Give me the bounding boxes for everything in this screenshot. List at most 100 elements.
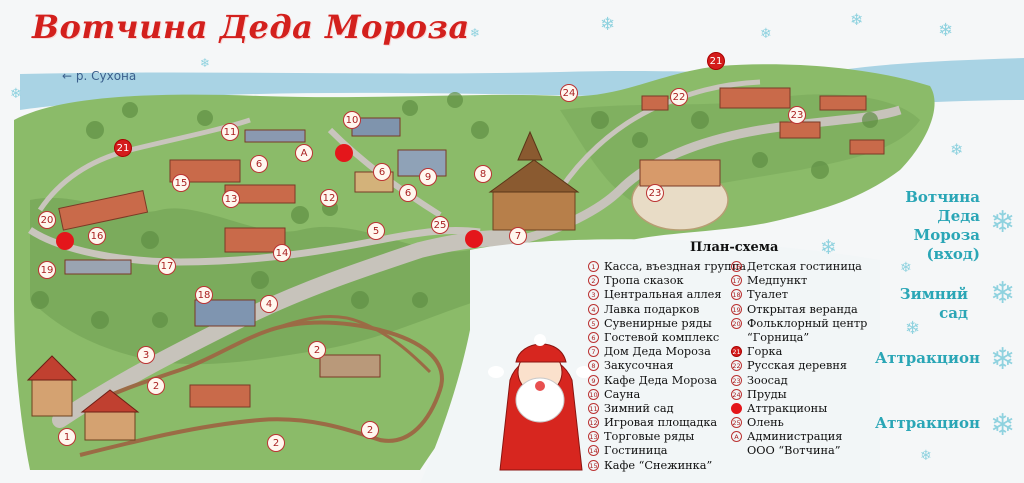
legend-item: 18 Туалет — [731, 288, 867, 302]
attraction-marker[interactable] — [335, 144, 353, 162]
legend-label-continuation: “Горница” — [747, 330, 810, 344]
santa-claus-illustration — [488, 334, 592, 471]
marker-6[interactable]: 6 — [250, 155, 268, 173]
legend-number: 10 — [588, 388, 599, 400]
attraction-dot-icon — [731, 402, 742, 414]
snowflake-icon: ❄ — [990, 408, 1016, 443]
attraction-label-1[interactable]: Аттракцион — [874, 349, 980, 367]
snowflake-icon: ❄ — [900, 260, 912, 276]
marker-4[interactable]: 4 — [260, 295, 278, 313]
legend-label: Зимний сад — [604, 401, 674, 415]
legend-number: 9 — [588, 374, 599, 386]
legend-label: Гостиница — [604, 444, 668, 458]
marker-13[interactable]: 13 — [222, 190, 240, 208]
legend-number: 19 — [731, 303, 742, 315]
marker-22[interactable]: 22 — [670, 88, 688, 106]
marker-18[interactable]: 18 — [195, 286, 213, 304]
marker-8[interactable]: 8 — [474, 165, 492, 183]
legend-number: 16 — [731, 261, 742, 272]
marker-2[interactable]: 2 — [147, 377, 165, 395]
fairy-tale-trail-branch — [269, 315, 432, 374]
legend-number: 1 — [588, 261, 599, 272]
legend-item: 10 Сауна — [588, 388, 746, 402]
marker-21[interactable]: 21 — [114, 139, 132, 157]
marker-6[interactable]: 6 — [373, 163, 391, 181]
legend-label: Аттракционы — [747, 401, 828, 415]
marker-7[interactable]: 7 — [509, 227, 527, 245]
marker-20[interactable]: 20 — [38, 211, 56, 229]
legend-number: 17 — [731, 275, 742, 287]
legend-label: Открытая веранда — [747, 302, 858, 316]
legend-number: 7 — [588, 346, 599, 358]
legend-number: 12 — [588, 417, 599, 429]
marker-14[interactable]: 14 — [273, 244, 291, 262]
snowflake-icon: ❄ — [990, 205, 1016, 240]
legend-item: 12 Игровая площадка — [588, 416, 746, 430]
snowflake-icon: ❄ — [905, 318, 921, 339]
legend-label: Горка — [747, 345, 783, 359]
legend-number: 5 — [588, 317, 599, 329]
snowflake-icon: ❄ — [990, 342, 1016, 377]
legend-number: А — [731, 431, 742, 443]
marker-11[interactable]: 11 — [221, 123, 239, 141]
church-illustration — [26, 355, 140, 441]
entrance-label[interactable]: Вотчина Деда Мороза (вход) — [905, 188, 980, 263]
marker-9[interactable]: 9 — [419, 168, 437, 186]
marker-5[interactable]: 5 — [367, 222, 385, 240]
legend-number: 4 — [588, 303, 599, 315]
legend-number: 13 — [588, 431, 599, 443]
snowflake-icon: ❄ — [470, 26, 481, 40]
legend-number: 14 — [588, 445, 599, 457]
winter-garden-label[interactable]: Зимний сад — [899, 285, 968, 322]
attraction-label-2[interactable]: Аттракцион — [874, 414, 980, 432]
snowflake-icon: ❄ — [820, 235, 837, 259]
road-north — [518, 105, 902, 245]
marker-21[interactable]: 21 — [707, 52, 725, 70]
marker-2[interactable]: 2 — [308, 341, 326, 359]
marker-10[interactable]: 10 — [343, 111, 361, 129]
legend-label: Сауна — [604, 387, 641, 401]
legend-number: 6 — [588, 331, 599, 343]
attraction-marker[interactable] — [465, 230, 483, 248]
marker-25[interactable]: 25 — [431, 216, 449, 234]
legend-label-continuation: ООО “Вотчина” — [747, 444, 841, 458]
marker-12[interactable]: 12 — [320, 189, 338, 207]
marker-administration[interactable]: А — [295, 144, 313, 162]
marker-15[interactable]: 15 — [172, 174, 190, 192]
marker-2[interactable]: 2 — [361, 421, 379, 439]
marker-17[interactable]: 17 — [158, 257, 176, 275]
legend-label: Центральная аллея — [604, 288, 722, 302]
marker-24[interactable]: 24 — [560, 84, 578, 102]
legend-label: Касса, въездная группа — [604, 260, 746, 273]
marker-2[interactable]: 2 — [267, 434, 285, 452]
legend-label: Игровая площадка — [604, 416, 718, 430]
legend-number: 8 — [588, 360, 599, 372]
marker-1[interactable]: 1 — [58, 428, 76, 446]
legend-label: Туалет — [747, 288, 789, 302]
marker-23[interactable]: 23 — [646, 184, 664, 202]
marker-3[interactable]: 3 — [137, 346, 155, 364]
legend-item: Аттракционы — [731, 402, 867, 416]
map-title: Вотчина Деда Мороза — [32, 8, 470, 46]
attraction-marker[interactable] — [56, 232, 74, 250]
marker-23[interactable]: 23 — [788, 106, 806, 124]
legend-number: 2 — [588, 275, 599, 287]
legend-label: Олень — [747, 416, 784, 430]
legend-number: 18 — [731, 289, 742, 301]
legend-label: Лавка подарков — [604, 302, 700, 316]
marker-19[interactable]: 19 — [38, 261, 56, 279]
marker-16[interactable]: 16 — [88, 227, 106, 245]
marker-6[interactable]: 6 — [399, 184, 417, 202]
